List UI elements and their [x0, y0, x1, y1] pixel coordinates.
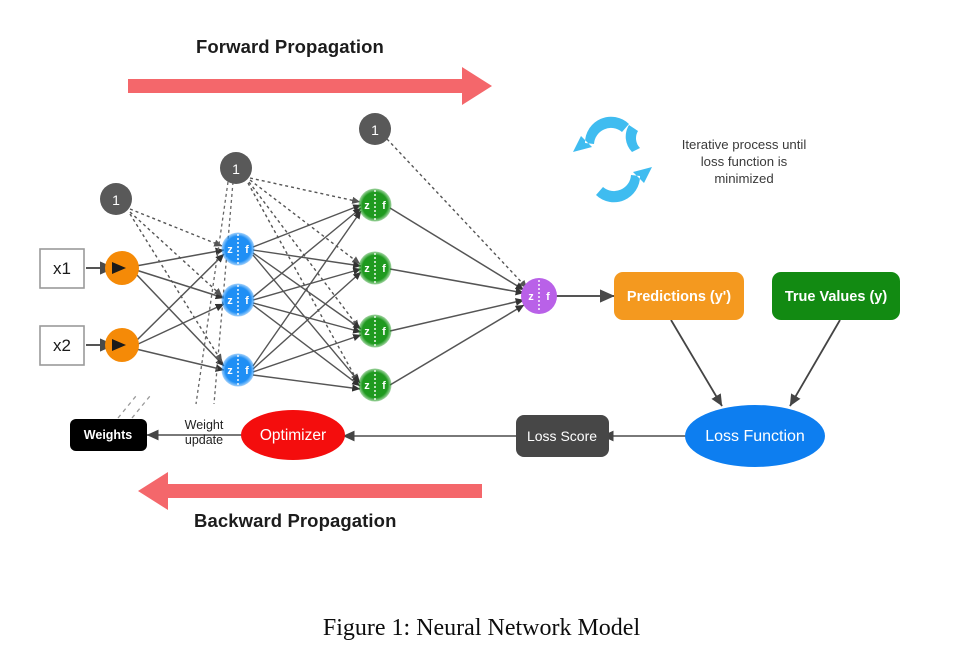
loss-score-box — [516, 415, 609, 457]
hidden-layer-1-nodes — [221, 232, 255, 387]
loss-function-ellipse — [685, 405, 825, 467]
hidden-layer-2-nodes — [358, 188, 392, 402]
diagram-canvas — [39, 67, 900, 510]
input-node-arrow-x2 — [112, 339, 126, 351]
optimizer-ellipse — [241, 410, 345, 460]
output-node — [521, 278, 557, 314]
iterative-line-3: minimized — [714, 171, 774, 186]
loss-score-label: Loss Score — [526, 428, 598, 444]
bias-node-1 — [100, 183, 132, 215]
true-values-box — [772, 272, 900, 320]
bias-label-2: 1 — [232, 161, 240, 177]
input-label-x1: x1 — [53, 259, 71, 278]
edges-bias3-to-output — [386, 138, 528, 289]
predictions-box — [614, 272, 744, 320]
iterative-line-1: Iterative process until — [681, 137, 807, 152]
weight-update-note: Weight update — [185, 418, 224, 448]
edges-hidden2-to-output — [389, 207, 525, 386]
backward-arrow-icon — [138, 472, 482, 510]
optimizer-label: Optimizer — [259, 427, 327, 444]
bias-node-2 — [220, 152, 252, 184]
forward-propagation-label: Forward Propagation — [196, 36, 384, 57]
iterative-process-note: Iterative process until loss function is… — [654, 136, 834, 187]
weight-update-line-1: Weight — [184, 418, 224, 432]
weight-update-line-2: update — [184, 433, 224, 447]
input-box-x1 — [39, 248, 85, 289]
bias-node-3 — [359, 113, 391, 145]
edges-bias2-to-hidden2 — [247, 177, 361, 383]
input-node-arrow-x1 — [112, 262, 126, 274]
bias-label-3: 1 — [371, 122, 379, 138]
figure-caption: Figure 1: Neural Network Model — [322, 615, 641, 641]
weights-box — [70, 419, 147, 451]
edges-weights-to-network — [117, 395, 151, 419]
backward-propagation-label: Backward Propagation — [194, 510, 397, 531]
bias-label-1: 1 — [112, 192, 120, 208]
weights-label: Weights — [83, 428, 133, 442]
neural-network-diagram: Forward Propagation Backward Propagation… — [39, 36, 900, 531]
forward-arrow-icon — [128, 67, 492, 105]
loop-refresh-icon — [573, 116, 652, 203]
edge-predictions-to-loss — [670, 319, 723, 407]
edges-bias1-to-hidden1 — [129, 208, 223, 363]
loss-function-label: Loss Function — [705, 428, 805, 445]
edges-bias2-strays — [195, 181, 234, 405]
edges-hidden1-to-hidden2 — [252, 204, 362, 392]
true-values-label: True Values (y) — [784, 289, 888, 305]
input-box-x2 — [39, 325, 85, 366]
predictions-label: Predictions (y') — [626, 289, 732, 305]
edges-input-to-hidden1 — [135, 247, 225, 372]
input-label-x2: x2 — [53, 336, 71, 355]
edge-truevalues-to-loss — [789, 319, 841, 407]
iterative-line-2: loss function is — [700, 154, 788, 169]
